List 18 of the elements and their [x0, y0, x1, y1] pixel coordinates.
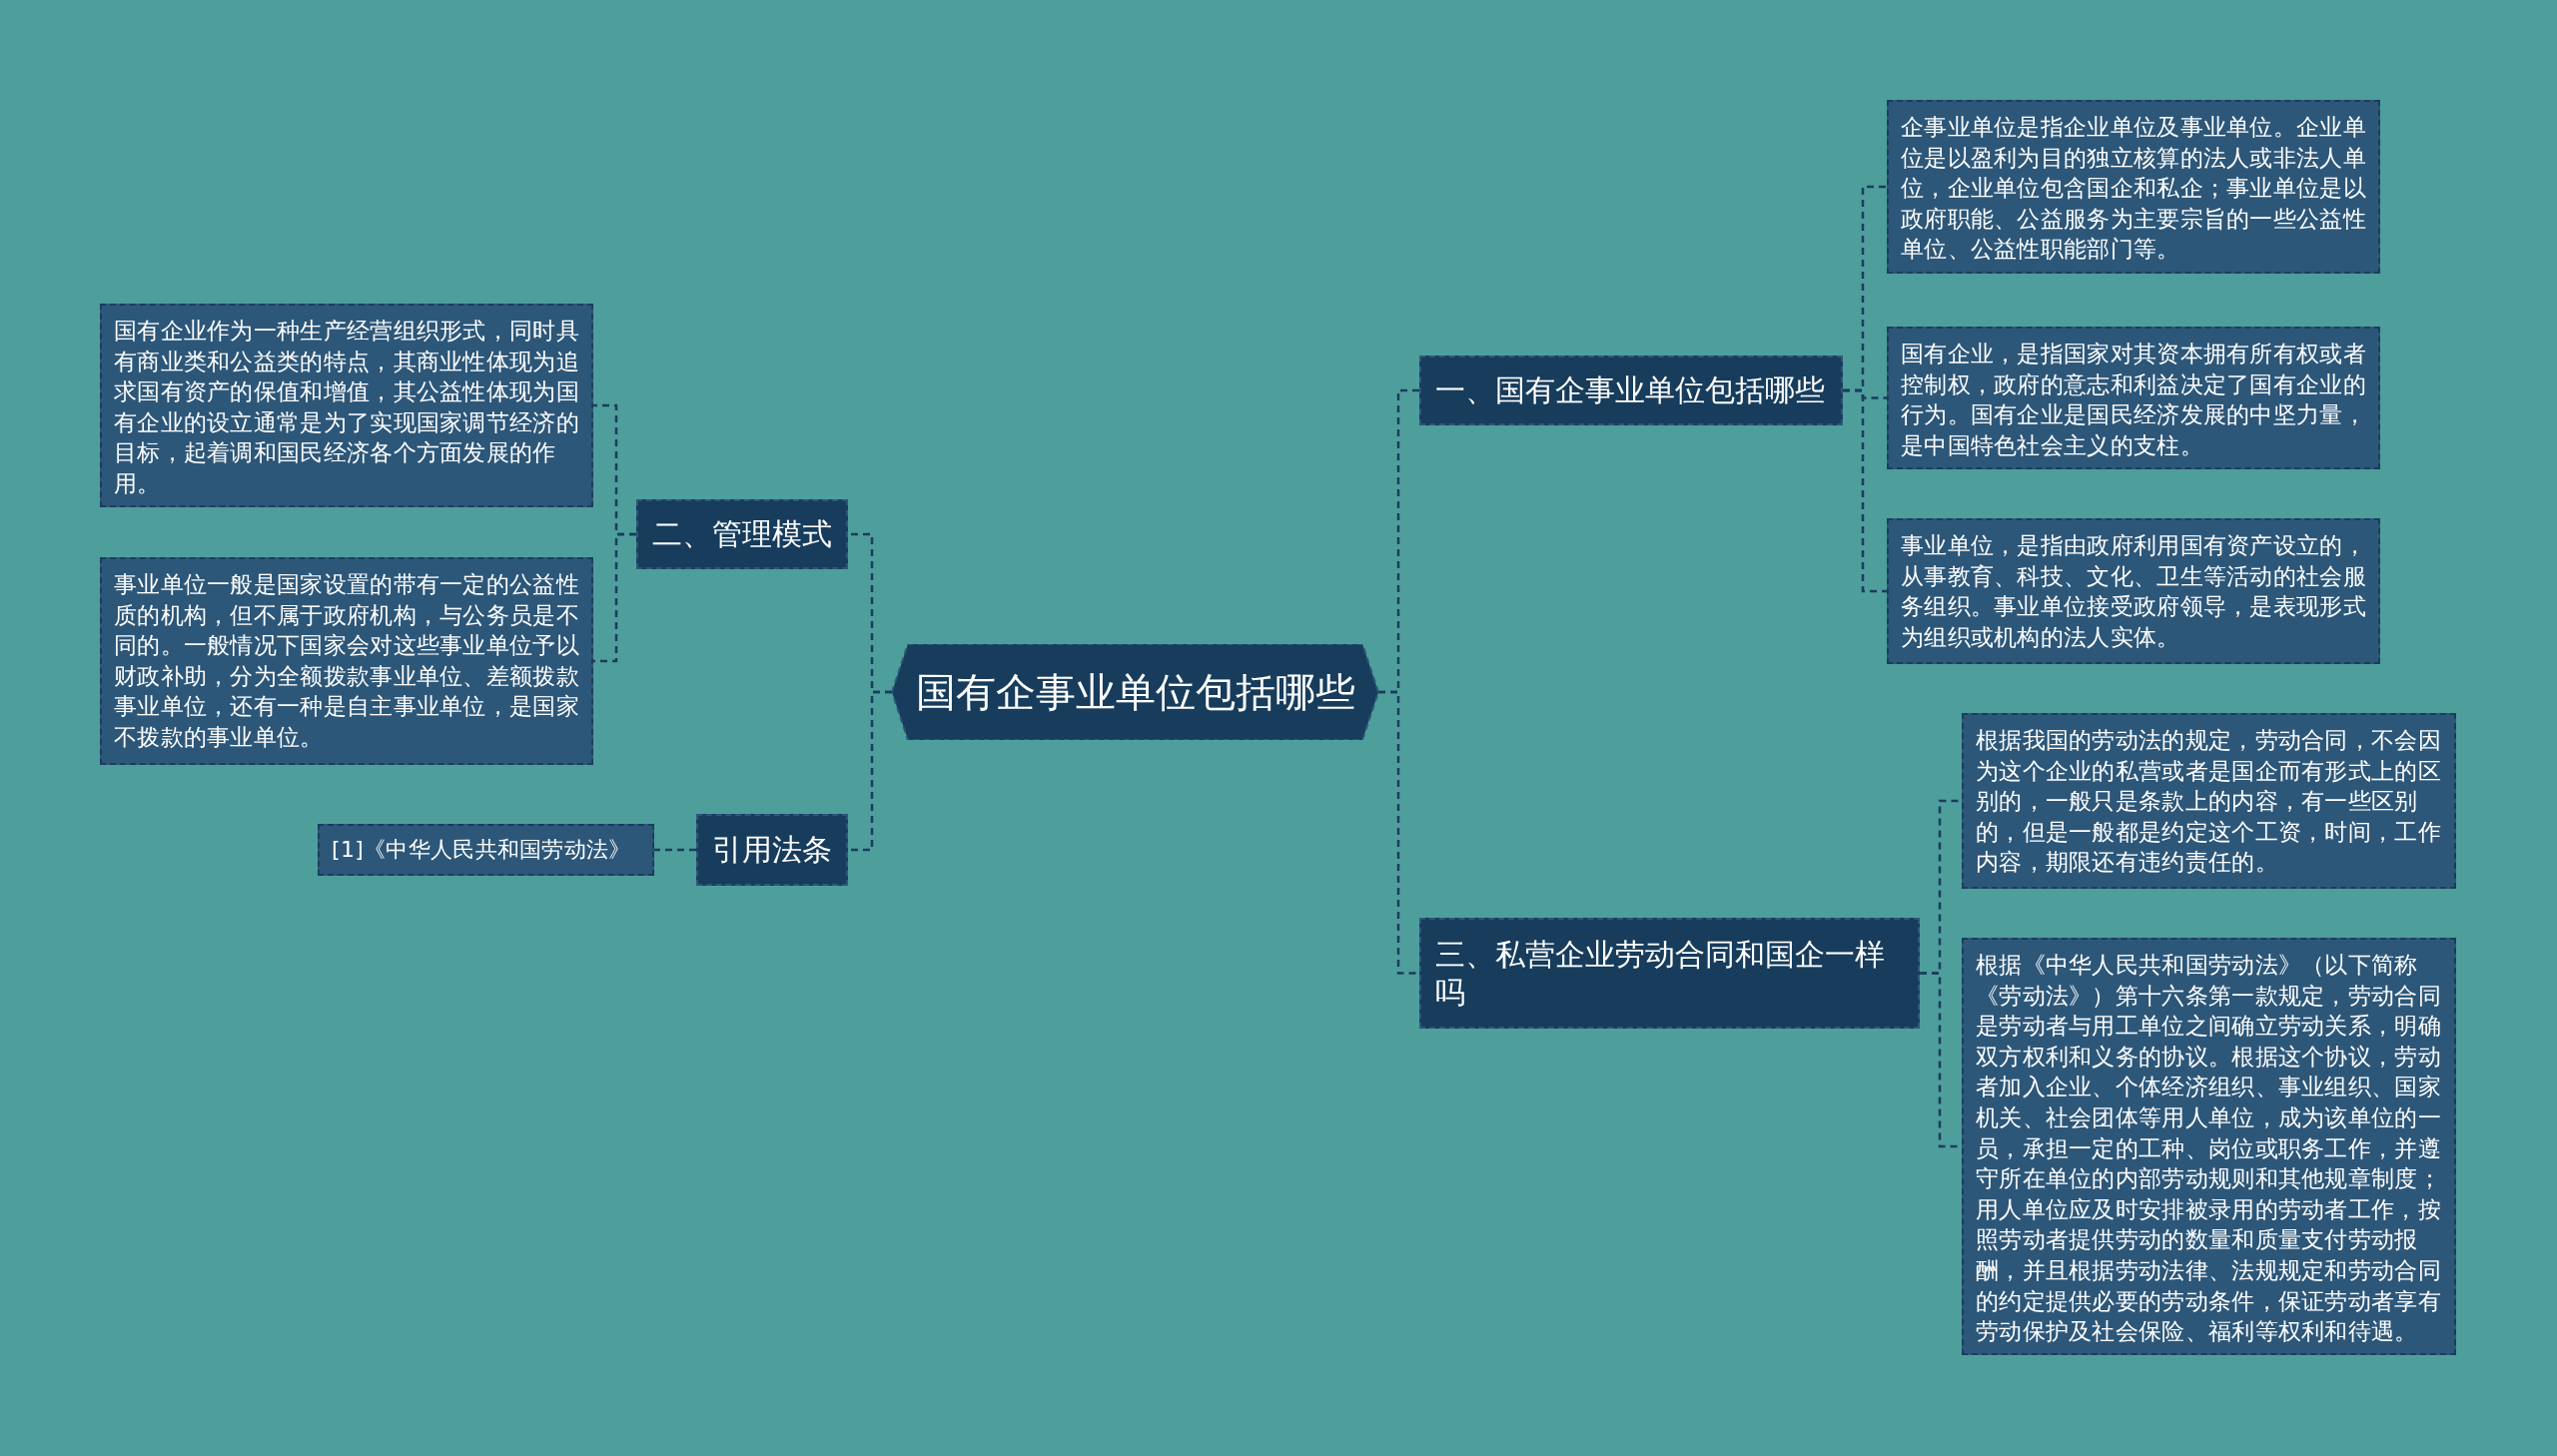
- connector-line: [848, 690, 892, 852]
- text-box: 事业单位一般是国家设置的带有一定的公益性质的机构，但不属于政府机构，与公务员是不同的。一般情况下国家会对这些事业单位予以财政补助，分为全额拨款事业单位、差额拨款事业单位，还有一种是自主事业单位，是国家不拨款的事业单位。: [100, 557, 593, 765]
- connector-line: [593, 532, 636, 663]
- connector-line: [1843, 388, 1887, 593]
- connector-line: [654, 848, 696, 852]
- central-topic-hexagon: 国有企事业单位包括哪些: [892, 644, 1378, 740]
- connector-line: [1378, 690, 1419, 975]
- text-box: 根据《中华人民共和国劳动法》（以下简称《劳动法》）第十六条第一款规定，劳动合同是劳动者与用工单位之间确立劳动关系，明确双方权利和义务的协议。根据这个协议，劳动者加入企业、个体经济组织、事业组织、国家机关、社会团体等用人单位，成为该单位的一员，承担一定的工种、岗位或职务工作，并遵守所在单位的内部劳动规则和其他规章制度；用人单位应及时安排被录用的劳动者工作，按照劳动者提供劳动的数量和质量支付劳动报酬，并且根据劳动法律、法规规定和劳动合同的约定提供必要的劳动条件，保证劳动者享有劳动保护及社会保险、福利等权利和待遇。: [1962, 938, 2456, 1355]
- topic-box: 引用法条: [696, 814, 848, 886]
- topic-box: 二、管理模式: [636, 499, 848, 569]
- text-box: 国有企业作为一种生产经营组织形式，同时具有商业类和公益类的特点，其商业性体现为追求国有资产的保值和增值，其公益性体现为国有企业的设立通常是为了实现国家调节经济的目标，起着调和国民经济各个方面发展的作用。: [100, 304, 593, 507]
- text-box: 企事业单位是指企业单位及事业单位。企业单位是以盈利为目的独立核算的法人或非法人单位，企业单位包含国企和私企；事业单位是以政府职能、公益服务为主要宗旨的一些公益性单位、公益性职能部门等。: [1887, 100, 2380, 274]
- text-box: 事业单位，是指由政府利用国有资产设立的，从事教育、科技、文化、卫生等活动的社会服务组织。事业单位接受政府领导，是表现形式为组织或机构的法人实体。: [1887, 518, 2380, 664]
- text-box: 国有企业，是指国家对其资本拥有所有权或者控制权，政府的意志和利益决定了国有企业的行为。国有企业是国民经济发展的中坚力量，是中国特色社会主义的支柱。: [1887, 327, 2380, 469]
- topic-box: 一、国有企事业单位包括哪些: [1419, 356, 1843, 425]
- text-box: [1]《中华人民共和国劳动法》: [318, 824, 654, 876]
- text-box: 根据我国的劳动法的规定，劳动合同，不会因为这个企业的私营或者是国企而有形式上的区别的，一般只是条款上的内容，有一些区别的，但是一般都是约定这个工资，时间，工作内容，期限还有违约责任的。: [1962, 713, 2456, 889]
- topic-box: 三、私营企业劳动合同和国企一样吗: [1419, 918, 1920, 1029]
